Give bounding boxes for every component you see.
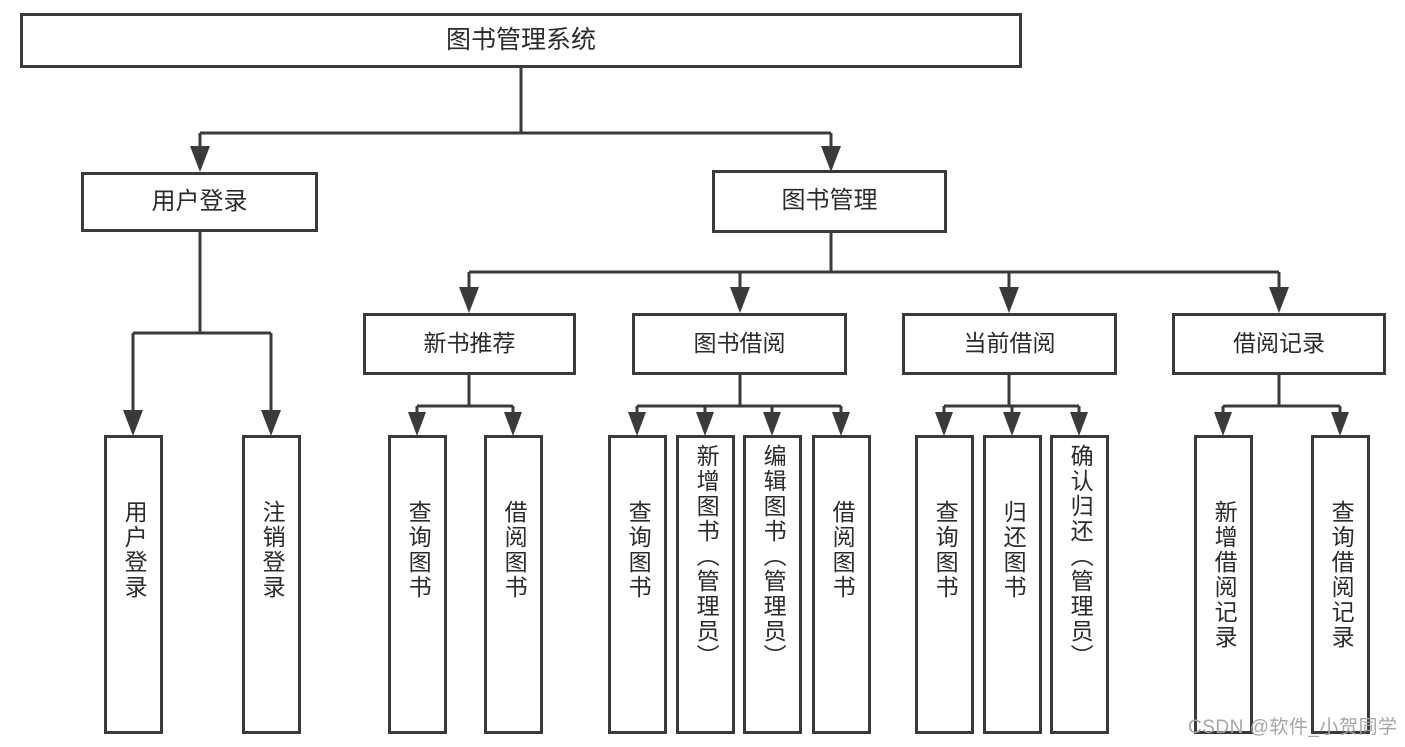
node-book-management-label: 图书管理 bbox=[781, 187, 878, 215]
leaf-confirm-return-admin[interactable]: 确认归还（管理员） bbox=[1050, 435, 1109, 734]
leaf-query-book-borrow-label: 查询图书 bbox=[625, 500, 652, 600]
leaf-edit-book-admin-label: 编辑图书（管理员） bbox=[760, 444, 787, 669]
leaf-logout[interactable]: 注销登录 bbox=[242, 435, 301, 734]
leaf-confirm-return-admin-label: 确认归还（管理员） bbox=[1067, 444, 1094, 669]
node-root-label: 图书管理系统 bbox=[445, 25, 596, 54]
node-user-login-label: 用户登录 bbox=[151, 187, 248, 215]
leaf-query-book-newbook-label: 查询图书 bbox=[405, 500, 432, 600]
node-borrow-record[interactable]: 借阅记录 bbox=[1172, 313, 1386, 375]
leaf-query-borrow-record[interactable]: 查询借阅记录 bbox=[1311, 435, 1370, 734]
node-new-book-recommend[interactable]: 新书推荐 bbox=[363, 313, 576, 375]
leaf-return-book[interactable]: 归还图书 bbox=[983, 435, 1042, 734]
leaf-edit-book-admin[interactable]: 编辑图书（管理员） bbox=[743, 435, 802, 734]
node-root[interactable]: 图书管理系统 bbox=[20, 13, 1022, 68]
leaf-borrow-book-newbook[interactable]: 借阅图书 bbox=[484, 435, 543, 734]
node-book-borrow[interactable]: 图书借阅 bbox=[632, 313, 847, 375]
watermark: CSDN @软件_小贺同学 bbox=[1188, 717, 1398, 738]
leaf-logout-label: 注销登录 bbox=[259, 500, 286, 600]
leaf-query-borrow-record-label: 查询借阅记录 bbox=[1328, 500, 1355, 650]
leaf-query-book-borrow[interactable]: 查询图书 bbox=[608, 435, 667, 734]
node-current-borrow-label: 当前借阅 bbox=[963, 330, 1056, 357]
node-user-login[interactable]: 用户登录 bbox=[81, 172, 318, 232]
node-book-management[interactable]: 图书管理 bbox=[712, 170, 947, 233]
leaf-borrow-book[interactable]: 借阅图书 bbox=[812, 435, 871, 734]
leaf-add-book-admin-label: 新增图书（管理员） bbox=[693, 444, 720, 669]
leaf-user-login[interactable]: 用户登录 bbox=[104, 435, 163, 734]
leaf-query-book-current-label: 查询图书 bbox=[932, 500, 959, 600]
leaf-user-login-label: 用户登录 bbox=[121, 500, 148, 600]
leaf-borrow-book-label: 借阅图书 bbox=[829, 500, 856, 600]
leaf-query-book-newbook[interactable]: 查询图书 bbox=[388, 435, 447, 734]
leaf-query-book-current[interactable]: 查询图书 bbox=[915, 435, 974, 734]
leaf-return-book-label: 归还图书 bbox=[1000, 500, 1027, 600]
leaf-borrow-book-newbook-label: 借阅图书 bbox=[501, 500, 528, 600]
node-current-borrow[interactable]: 当前借阅 bbox=[902, 313, 1117, 375]
node-book-borrow-label: 图书借阅 bbox=[693, 330, 786, 357]
node-new-book-recommend-label: 新书推荐 bbox=[423, 330, 516, 357]
leaf-add-book-admin[interactable]: 新增图书（管理员） bbox=[676, 435, 735, 734]
leaf-add-borrow-record[interactable]: 新增借阅记录 bbox=[1194, 435, 1253, 734]
node-borrow-record-label: 借阅记录 bbox=[1233, 330, 1325, 357]
leaf-add-borrow-record-label: 新增借阅记录 bbox=[1211, 500, 1238, 650]
